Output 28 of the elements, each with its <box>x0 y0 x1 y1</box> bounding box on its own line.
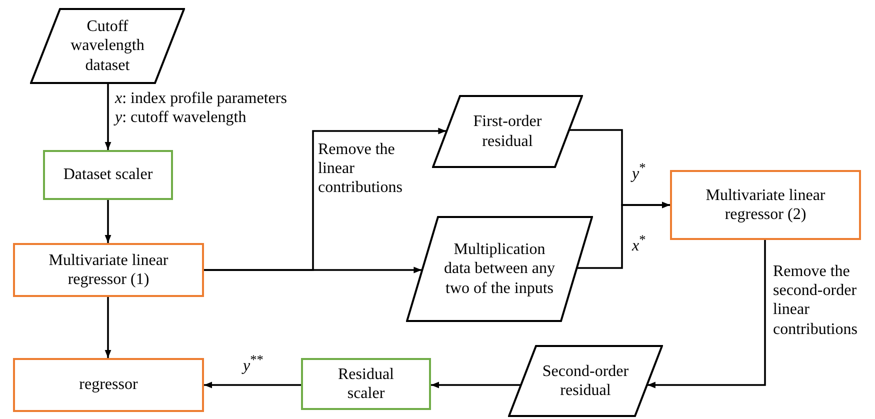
process-box <box>13 358 204 412</box>
data-parallelogram <box>508 345 663 417</box>
arrow <box>204 382 301 388</box>
node-label: Multivariate linear regressor (2) <box>704 186 826 224</box>
arrow <box>204 266 422 274</box>
process-box <box>670 170 861 240</box>
node-label: Multiplication data between any two of the inputs <box>442 240 556 298</box>
edge-label: y$^{**}$ <box>243 352 264 376</box>
data-parallelogram <box>406 216 593 322</box>
arrow <box>431 382 520 388</box>
node-label: Second-order residual <box>541 362 630 400</box>
data-parallelogram <box>432 95 583 168</box>
node-label: Residual scaler <box>337 364 395 404</box>
node-label: First-order residual <box>472 112 543 151</box>
arrow <box>104 200 112 243</box>
data-parallelogram <box>30 8 185 84</box>
edge-label: y$^{*}$ <box>632 160 646 184</box>
node-label: Dataset scaler <box>63 165 153 185</box>
node-label: Cutoff wavelength dataset <box>70 17 146 75</box>
process-box <box>301 358 431 410</box>
arrow <box>577 202 670 269</box>
arrow <box>104 84 112 150</box>
node-label: regressor <box>79 375 138 395</box>
node-label: Multivariate linear regressor (1) <box>48 250 170 290</box>
arrow <box>104 297 112 358</box>
process-box <box>43 150 173 200</box>
process-box <box>13 243 204 297</box>
arrow <box>647 240 766 388</box>
